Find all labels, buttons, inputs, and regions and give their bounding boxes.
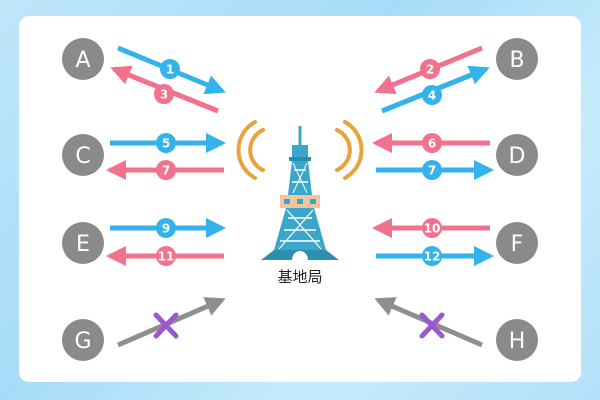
step-label-3: 3 [160, 88, 168, 102]
step-label-7-left: 7 [162, 164, 170, 178]
node-h: H [496, 319, 538, 361]
blocked-cross-icon [153, 312, 179, 339]
node-e: E [62, 222, 104, 264]
blocked-cross-icon [419, 312, 445, 339]
node-c: C [62, 134, 104, 176]
node-label-c: C [75, 144, 90, 169]
step-label-4: 4 [428, 89, 436, 103]
step-arrow-11: 11 [106, 246, 224, 266]
step-arrow-1: 1 [117, 45, 226, 95]
node-f: F [496, 222, 538, 264]
step-label-12: 12 [424, 250, 441, 264]
node-label-f: F [511, 232, 524, 257]
step-label-11: 11 [158, 250, 175, 264]
step-arrow-12: 12 [376, 246, 494, 266]
step-label-9: 9 [162, 222, 170, 236]
step-label-10: 10 [424, 222, 441, 236]
signal-waves-icon [236, 120, 364, 180]
step-arrow-5: 5 [110, 133, 226, 153]
step-label-1: 1 [166, 63, 174, 77]
node-label-d: D [509, 144, 526, 169]
node-g: G [62, 319, 104, 361]
step-label-5: 5 [162, 137, 170, 151]
blocked-arrow-h [374, 297, 483, 348]
blocked-arrow-g [117, 297, 226, 348]
step-label-6: 6 [428, 137, 436, 151]
node-d: D [496, 134, 538, 176]
step-arrow-9: 9 [110, 218, 226, 238]
node-label-e: E [76, 232, 90, 257]
node-label-a: A [75, 48, 90, 73]
step-arrow-7-left: 7 [106, 160, 224, 180]
step-arrow-6: 6 [372, 133, 490, 153]
step-label-2: 2 [426, 63, 434, 77]
step-arrow-10: 10 [372, 218, 490, 238]
node-label-b: B [509, 48, 524, 73]
step-label-7-right: 7 [428, 164, 436, 178]
step-arrow-2: 2 [374, 45, 483, 95]
node-label-h: H [509, 329, 526, 354]
node-label-g: G [74, 329, 91, 354]
step-arrow-3: 3 [110, 65, 219, 114]
node-a: A [62, 38, 104, 80]
base-station-tower-icon [261, 126, 339, 260]
step-arrow-7-right: 7 [376, 160, 494, 180]
step-arrow-4: 4 [381, 65, 490, 114]
base-station-label: 基地局 [277, 268, 323, 286]
node-b: B [496, 38, 538, 80]
